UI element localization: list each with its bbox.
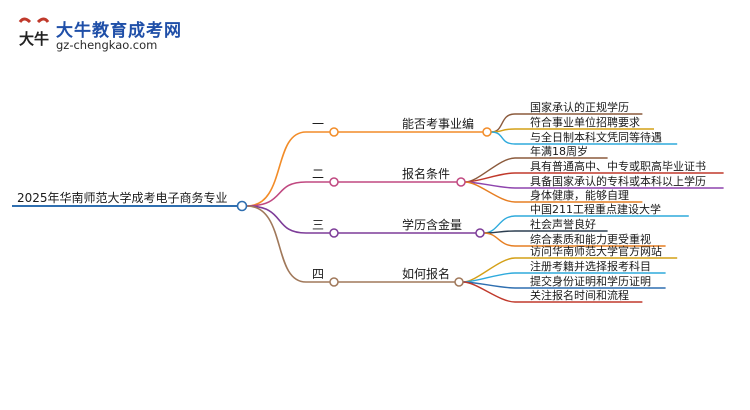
leaf-label: 国家承认的正规学历: [530, 100, 629, 114]
branch-number-node: [329, 228, 339, 238]
root-node[interactable]: [236, 200, 248, 212]
leaf-connector: [464, 181, 516, 203]
branch-connector: [246, 131, 307, 207]
branch-label: 学历含金量: [402, 217, 462, 232]
branch-label: 报名条件: [402, 166, 450, 181]
logo-mark-text: 大牛: [19, 30, 49, 48]
leaf-label: 具备国家承认的专科或本科以上学历: [530, 174, 706, 188]
branch-number-node: [329, 127, 339, 137]
branch-number: 一: [312, 117, 324, 131]
branch-connector: [246, 205, 307, 283]
logo-title: 大牛教育成考网: [56, 21, 182, 41]
logo-url: gz-chengkao.com: [56, 38, 158, 52]
branch-number: 二: [312, 167, 324, 181]
leaf-label: 符合事业单位招聘要求: [530, 115, 640, 129]
leaf-connector: [462, 281, 516, 289]
branch-hub-node[interactable]: [456, 177, 466, 187]
leaf-connector: [462, 281, 516, 303]
branch-number-node: [329, 277, 339, 287]
leaf-label: 身体健康，能够自理: [530, 188, 629, 202]
leaf-label: 与全日制本科文凭同等待遇: [530, 130, 662, 144]
leaf-connector: [464, 172, 516, 183]
leaf-connector: [464, 181, 516, 189]
branch-label: 如何报名: [402, 266, 450, 281]
root-topic-label: 2025年华南师范大学成考电子商务专业: [17, 190, 228, 205]
leaf-label: 综合素质和能力更受重视: [530, 232, 651, 246]
branch-hub-node[interactable]: [454, 277, 464, 287]
leaf-label: 提交身份证明和学历证明: [530, 274, 651, 288]
leaf-label: 具有普通高中、中专或职高毕业证书: [530, 159, 706, 173]
leaf-label: 中国211工程重点建设大学: [530, 202, 661, 216]
branch-hub-node[interactable]: [475, 228, 485, 238]
leaf-label: 关注报名时间和流程: [530, 288, 629, 302]
leaf-connector: [462, 257, 516, 283]
leaf-label: 年满18周岁: [530, 144, 588, 158]
mind-map-edges: [12, 113, 724, 303]
leaf-connector: [464, 157, 516, 183]
branch-connector: [246, 205, 307, 234]
branch-number: 四: [312, 267, 324, 281]
leaf-connector: [490, 131, 516, 145]
bull-logo-icon: 大牛: [18, 17, 50, 48]
leaf-connector: [483, 232, 516, 247]
leaf-connector: [462, 272, 516, 283]
branch-label: 能否考事业编: [402, 116, 474, 131]
leaf-label: 注册考籍并选择报考科目: [530, 259, 651, 273]
leaf-label: 社会声誉良好: [530, 217, 596, 231]
branch-connector: [246, 181, 307, 207]
mind-map-nodes: 2025年华南师范大学成考电子商务专业 一 能否考事业编 国家承认的正规学历符合事业单…: [17, 100, 706, 302]
site-logo[interactable]: 大牛 大牛教育成考网 gz-chengkao.com: [14, 14, 184, 56]
branch-number-node: [329, 177, 339, 187]
leaf-connector: [490, 128, 516, 133]
branch-hub-node[interactable]: [482, 127, 492, 137]
leaf-label: 访问华南师范大学官方网站: [530, 244, 662, 258]
branch-number: 三: [312, 218, 324, 232]
